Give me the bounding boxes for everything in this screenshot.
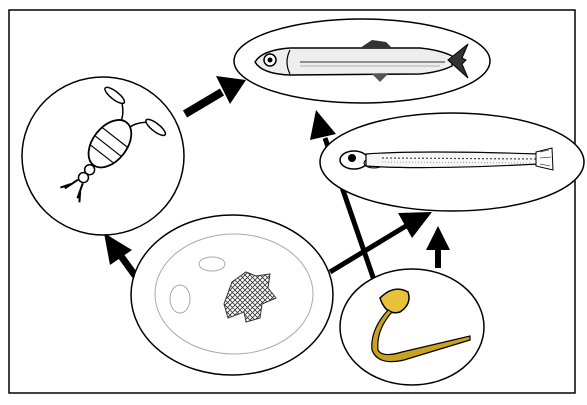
node-copepod xyxy=(22,77,184,235)
appendicularian-circle xyxy=(340,269,484,385)
node-larval-fish xyxy=(320,113,584,211)
phytoplankton-cell-icon xyxy=(155,234,313,354)
node-appendicularian xyxy=(340,269,484,385)
node-adult-fish xyxy=(234,19,490,103)
node-phytoplankton-cell xyxy=(131,215,333,375)
